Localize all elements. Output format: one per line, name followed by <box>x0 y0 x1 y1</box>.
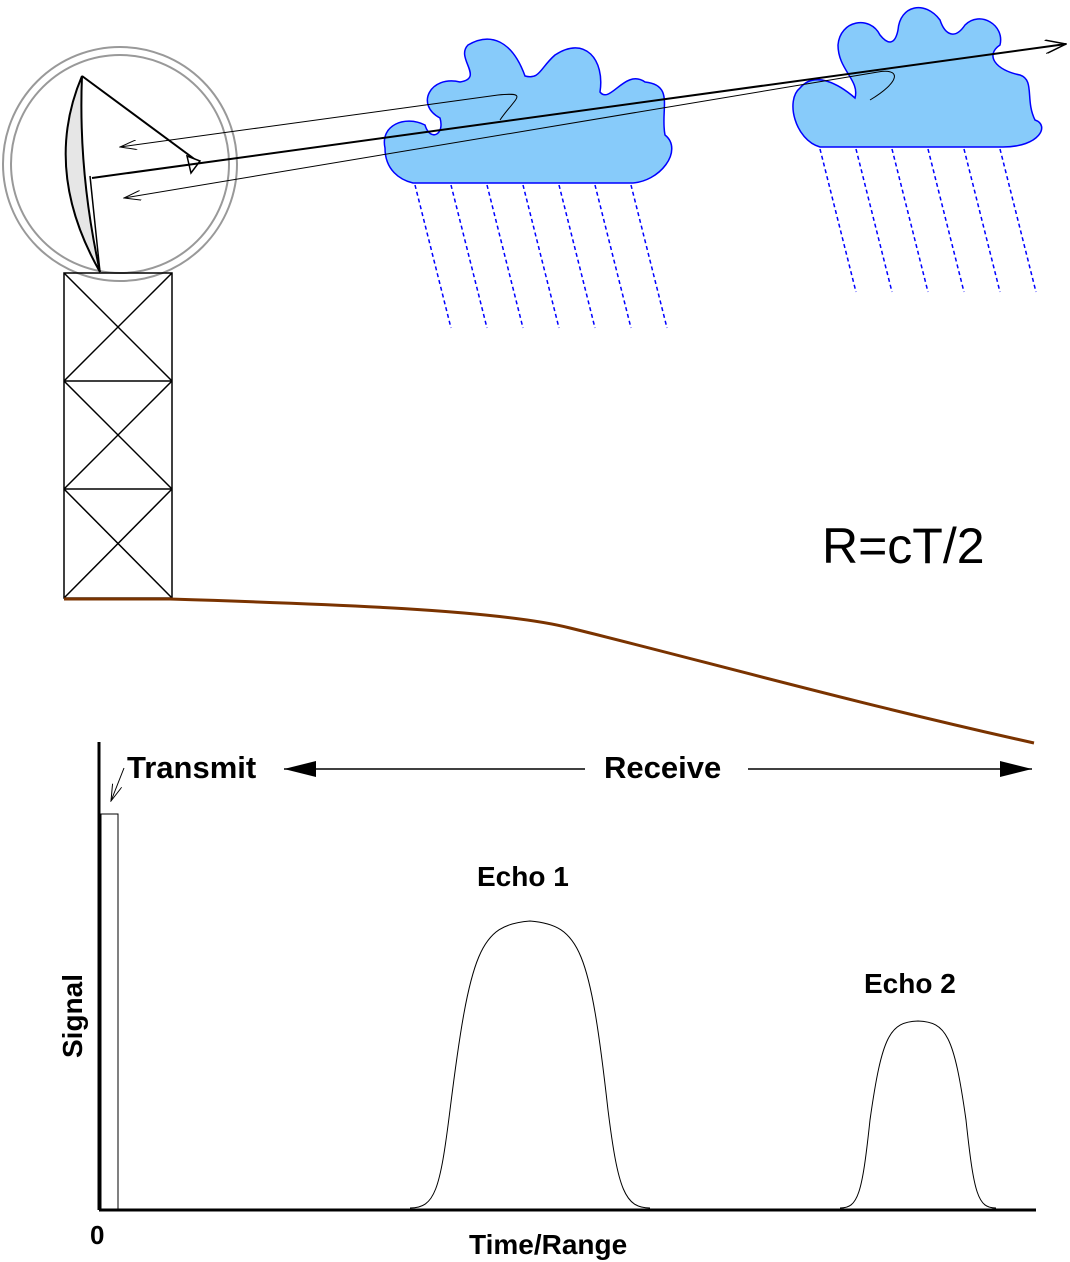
echo2-return-arrow <box>124 70 895 198</box>
x-axis-label: Time/Range <box>469 1229 627 1260</box>
transmit-label: Transmit <box>127 750 256 785</box>
radar-dish-icon <box>64 75 202 273</box>
beam-arrow-icon <box>91 44 1066 179</box>
echo1-label: Echo 1 <box>477 861 569 892</box>
origin-label: 0 <box>90 1220 104 1250</box>
rain-icon <box>414 184 668 329</box>
radome-icon <box>2 46 238 282</box>
echo1-return-arrow <box>120 93 518 147</box>
echo1-pulse <box>409 920 651 1209</box>
echo2-label: Echo 2 <box>864 968 956 999</box>
arrowhead-left-icon <box>284 761 316 777</box>
ground-line <box>64 597 1035 745</box>
rain-icon <box>819 148 1037 293</box>
tower-icon <box>63 272 173 599</box>
echo2-pulse <box>839 1020 997 1209</box>
cloud-icon <box>792 6 1043 148</box>
signal-plot: Transmit Receive Echo 1 Echo 2 Signal Ti… <box>57 742 1036 1260</box>
range-formula: R=cT/2 <box>822 518 985 574</box>
y-axis-label: Signal <box>57 974 88 1058</box>
cloud-icon <box>383 38 673 184</box>
transmit-pointer-icon <box>111 767 125 801</box>
arrowhead-right-icon <box>1000 761 1032 777</box>
receive-label: Receive <box>604 750 721 785</box>
transmit-pulse <box>100 813 119 1211</box>
